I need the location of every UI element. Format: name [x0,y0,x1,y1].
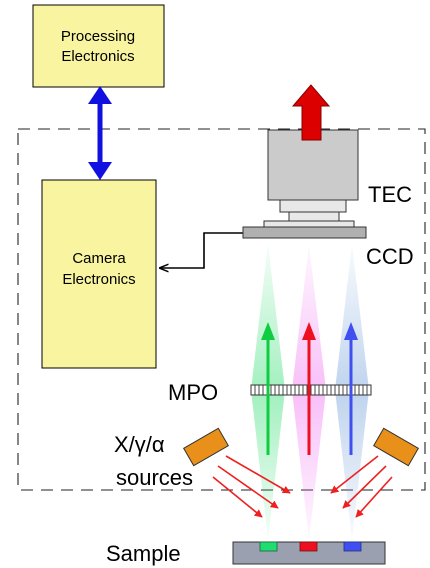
left-source-block [182,427,230,467]
camera-enclosure-dashed [17,128,426,491]
ccd-label: CCD [366,244,414,269]
right-source-block [372,427,420,467]
double-arrow-icon [88,86,112,180]
blue-emission-arrow [344,322,358,455]
heat-arrow-icon [291,84,331,141]
sources-label-line2: sources [116,465,193,490]
green-emission-arrow [261,322,275,455]
processing-label-line2: Electronics [61,48,134,65]
sample-red-spot [299,541,318,552]
sample-label: Sample [106,541,181,566]
camera-label-line2: Electronics [62,271,135,288]
mpo-plate [250,384,372,396]
right-source-rays [330,455,393,518]
ccd-sensor [242,226,367,239]
tec-cooler [263,129,359,228]
sample-slab [232,541,386,565]
mpo-label: MPO [168,380,218,405]
sample-green-spot [259,541,278,552]
left-source-rays [212,455,291,518]
sample-blue-spot [343,541,362,552]
red-emission-arrow [302,322,316,455]
camera-electronics-box: Camera Electronics [41,179,157,369]
tec-label: TEC [368,182,412,207]
sources-label-line1: X/γ/α [114,432,165,457]
camera-label-line1: Camera [72,250,126,267]
processing-label-line1: Processing [61,28,135,45]
ccd-signal-connector [160,232,243,268]
processing-electronics-box: Processing Electronics [32,4,165,88]
